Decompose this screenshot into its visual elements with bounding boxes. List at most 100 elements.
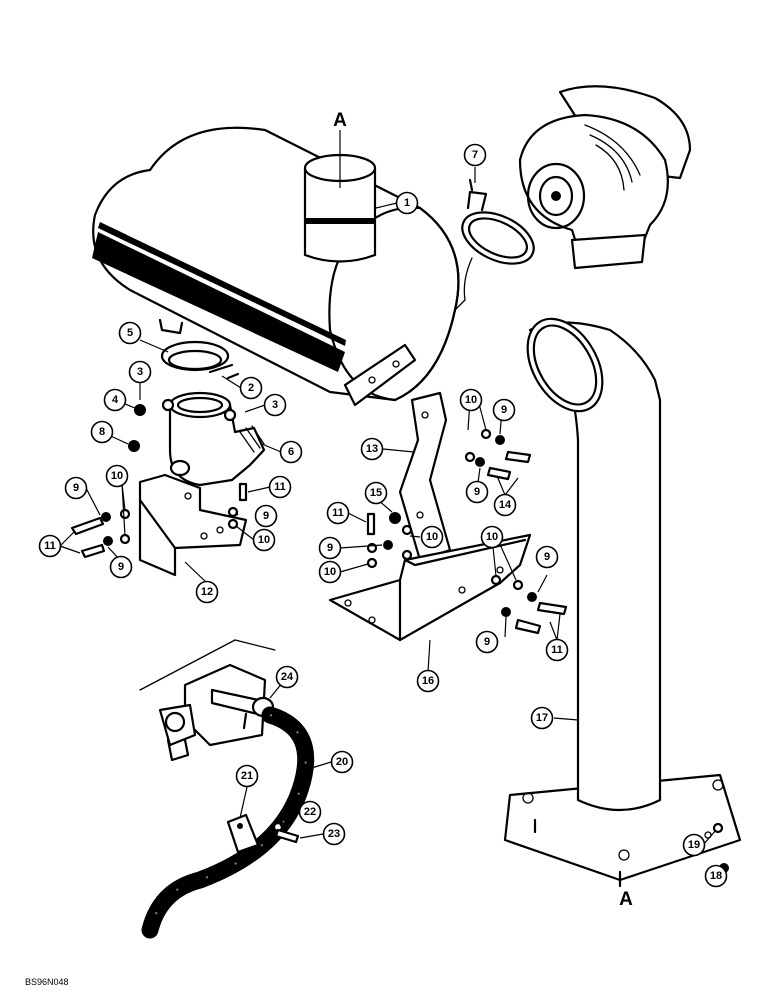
svg-text:9: 9 [544,551,550,563]
callout-11: 11 [268,475,292,499]
callout-16: 16 [416,669,440,693]
drain-hose [141,706,315,939]
callout-10: 10 [480,525,504,549]
svg-text:16: 16 [422,675,434,687]
svg-text:11: 11 [332,507,344,519]
svg-text:10: 10 [111,470,123,482]
callout-23: 23 [322,822,346,846]
inlet-pipe [303,153,377,263]
svg-text:10: 10 [426,531,438,543]
callout-12: 12 [195,580,219,604]
callout-9: 9 [465,480,489,504]
callout-6: 6 [279,440,303,464]
v-band-clamp [454,178,535,311]
hose-fasteners [272,821,300,844]
svg-text:11: 11 [551,644,563,656]
svg-text:21: 21 [241,770,253,782]
callout-22: 22 [298,800,322,824]
callout-11: 11 [545,638,569,662]
callout-1: 1 [395,191,419,215]
svg-text:8: 8 [99,426,105,438]
svg-text:3: 3 [137,366,143,378]
svg-text:5: 5 [127,327,133,339]
svg-text:22: 22 [304,806,316,818]
svg-text:9: 9 [73,482,79,494]
svg-text:9: 9 [118,561,124,573]
svg-text:11: 11 [274,481,286,493]
svg-text:13: 13 [366,443,378,455]
exhaust-stack [503,317,742,888]
callout-9: 9 [64,476,88,500]
callout-11: 11 [38,534,62,558]
callout-10: 10 [459,388,483,412]
figure-code: BS96N048 [25,977,69,987]
callout-15: 15 [364,481,388,505]
callout-9: 9 [492,398,516,422]
callout-8: 8 [90,420,114,444]
svg-text:23: 23 [328,828,340,840]
svg-text:17: 17 [536,712,548,724]
svg-text:15: 15 [370,487,382,499]
callout-9: 9 [535,545,559,569]
reference-letter-top: A [333,110,347,131]
callout-5: 5 [118,321,142,345]
callout-3: 3 [263,393,287,417]
svg-text:7: 7 [472,149,478,161]
bracket-fasteners [366,428,568,635]
callout-14: 14 [493,493,517,517]
callout-11: 11 [326,501,350,525]
callout-13: 13 [360,437,384,461]
left-fasteners [70,372,248,559]
drain-assembly [139,639,276,762]
svg-text:19: 19 [688,839,700,851]
callout-7: 7 [463,143,487,167]
callout-9: 9 [254,504,278,528]
clamp-5 [160,340,234,374]
svg-text:10: 10 [465,394,477,406]
callout-3: 3 [128,360,152,384]
reference-letter-bottom: A [619,889,633,910]
svg-text:20: 20 [336,756,348,768]
leader-lines [59,130,723,876]
svg-text:2: 2 [248,382,254,394]
callout-4: 4 [103,388,127,412]
svg-text:9: 9 [484,636,490,648]
callouts: 1 2 3 3 4 5 6 7 8 9 9 9 9 9 9 9 9 10 10 … [38,143,728,888]
svg-text:10: 10 [486,531,498,543]
svg-text:9: 9 [263,510,269,522]
svg-text:14: 14 [499,499,512,511]
callout-10: 10 [318,560,342,584]
svg-text:10: 10 [324,566,336,578]
callout-21: 21 [235,764,259,788]
svg-text:18: 18 [710,870,722,882]
callout-18: 18 [704,864,728,888]
bracket-16 [328,533,532,642]
callout-10: 10 [252,528,276,552]
hose-clamp-21 [226,813,260,854]
turbocharger [518,85,692,270]
svg-text:9: 9 [474,486,480,498]
muffler-mount-tab [343,343,417,407]
callout-9: 9 [318,536,342,560]
svg-text:10: 10 [258,534,270,546]
elbow-pipe [168,391,266,487]
callout-10: 10 [420,525,444,549]
callout-19: 19 [682,833,706,857]
callout-10: 10 [105,464,129,488]
svg-text:3: 3 [272,399,278,411]
svg-text:6: 6 [288,446,294,458]
callout-2: 2 [239,376,263,400]
svg-text:1: 1 [404,197,410,209]
callout-24: 24 [275,665,299,689]
callout-9: 9 [475,630,499,654]
svg-text:24: 24 [281,671,294,683]
svg-text:4: 4 [112,394,119,406]
callout-9: 9 [109,555,133,579]
callout-17: 17 [530,706,554,730]
svg-text:11: 11 [44,540,56,552]
callout-20: 20 [330,750,354,774]
svg-text:9: 9 [327,542,333,554]
bracket-12 [138,473,248,577]
svg-text:12: 12 [201,586,213,598]
